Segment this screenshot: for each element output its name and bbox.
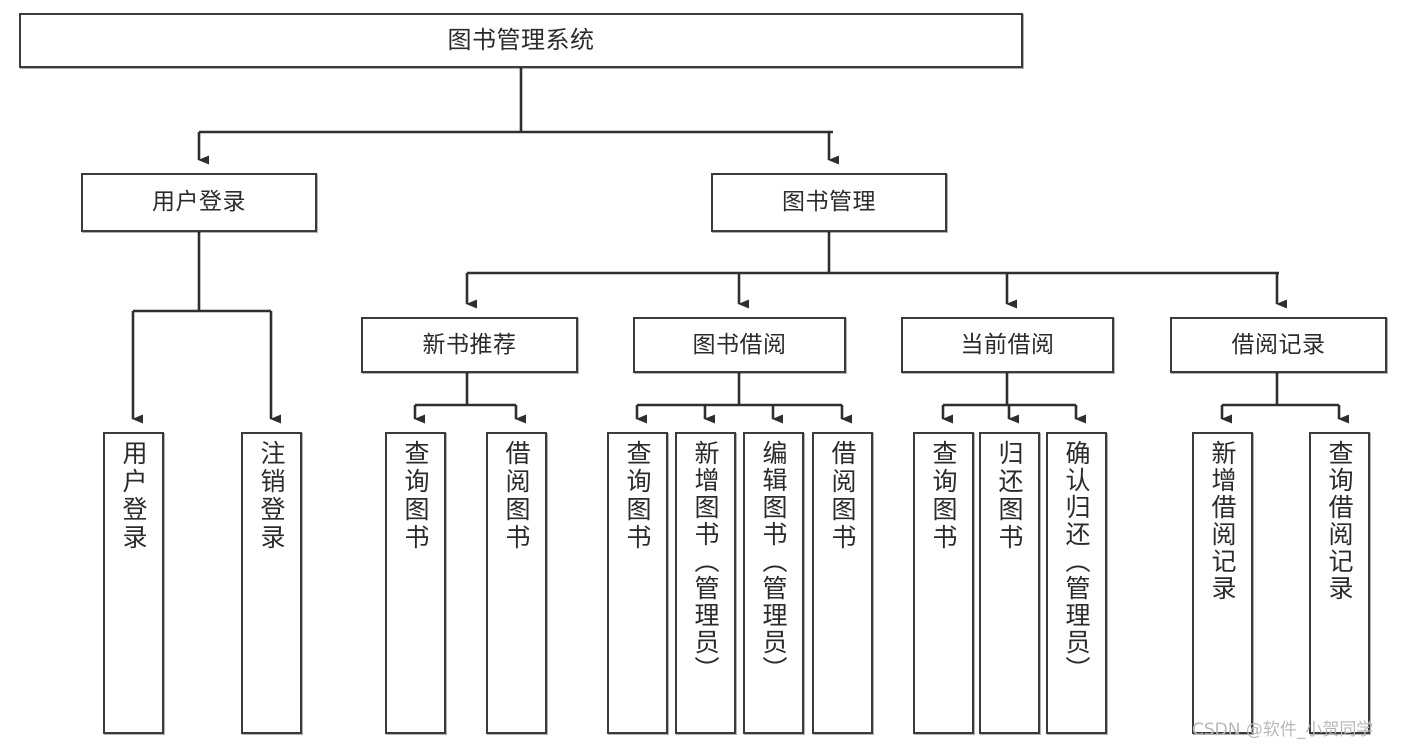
leaf-borrow-book[interactable]: 借阅图书 bbox=[812, 432, 873, 734]
leaf-edit-book-admin[interactable]: 编辑图书（管理员） bbox=[743, 432, 804, 734]
node-book-borrow[interactable]: 图书借阅 bbox=[633, 317, 846, 373]
leaf-return-book-label: 归还图书 bbox=[995, 440, 1024, 552]
node-book-borrow-label: 图书借阅 bbox=[692, 331, 787, 358]
leaf-logout-label: 注销登录 bbox=[257, 440, 286, 552]
node-book-management-label: 图书管理 bbox=[782, 189, 876, 216]
node-root-label: 图书管理系统 bbox=[447, 25, 595, 54]
leaf-query-book-current[interactable]: 查询图书 bbox=[913, 432, 974, 734]
node-new-book-recommend-label: 新书推荐 bbox=[422, 331, 517, 358]
leaf-borrow-book-recommend-label: 借阅图书 bbox=[502, 440, 531, 552]
csdn-watermark: CSDN @软件_小贺同学 bbox=[1192, 720, 1374, 740]
leaf-query-borrow-record-label: 查询借阅记录 bbox=[1325, 440, 1354, 602]
node-user-login[interactable]: 用户登录 bbox=[81, 173, 317, 232]
node-current-borrow[interactable]: 当前借阅 bbox=[901, 317, 1114, 373]
leaf-borrow-book-label: 借阅图书 bbox=[828, 440, 857, 552]
leaf-query-book-recommend[interactable]: 查询图书 bbox=[385, 432, 446, 734]
leaf-add-borrow-record[interactable]: 新增借阅记录 bbox=[1192, 432, 1253, 734]
leaf-user-login[interactable]: 用户登录 bbox=[103, 432, 164, 734]
leaf-return-book[interactable]: 归还图书 bbox=[979, 432, 1040, 734]
node-new-book-recommend[interactable]: 新书推荐 bbox=[361, 317, 578, 373]
leaf-query-book-recommend-label: 查询图书 bbox=[401, 440, 430, 552]
leaf-borrow-book-recommend[interactable]: 借阅图书 bbox=[486, 432, 547, 734]
leaf-query-book-borrow-label: 查询图书 bbox=[623, 440, 652, 552]
leaf-user-login-label: 用户登录 bbox=[119, 440, 148, 552]
leaf-query-book-current-label: 查询图书 bbox=[929, 440, 958, 552]
leaf-query-book-borrow[interactable]: 查询图书 bbox=[607, 432, 668, 734]
leaf-confirm-return-admin[interactable]: 确认归还（管理员） bbox=[1046, 432, 1107, 734]
node-book-management[interactable]: 图书管理 bbox=[711, 173, 947, 232]
leaf-edit-book-admin-label: 编辑图书（管理员） bbox=[759, 440, 788, 683]
leaf-confirm-return-admin-label: 确认归还（管理员） bbox=[1062, 440, 1091, 683]
leaf-logout[interactable]: 注销登录 bbox=[241, 432, 302, 734]
node-current-borrow-label: 当前借阅 bbox=[960, 331, 1055, 358]
leaf-query-borrow-record[interactable]: 查询借阅记录 bbox=[1309, 432, 1370, 734]
node-root[interactable]: 图书管理系统 bbox=[19, 13, 1023, 68]
leaf-add-book-admin-label: 新增图书（管理员） bbox=[691, 440, 720, 683]
leaf-add-book-admin[interactable]: 新增图书（管理员） bbox=[675, 432, 736, 734]
node-borrow-record[interactable]: 借阅记录 bbox=[1170, 317, 1387, 373]
leaf-add-borrow-record-label: 新增借阅记录 bbox=[1208, 440, 1237, 602]
node-user-login-label: 用户登录 bbox=[152, 189, 246, 216]
node-borrow-record-label: 借阅记录 bbox=[1231, 331, 1326, 358]
